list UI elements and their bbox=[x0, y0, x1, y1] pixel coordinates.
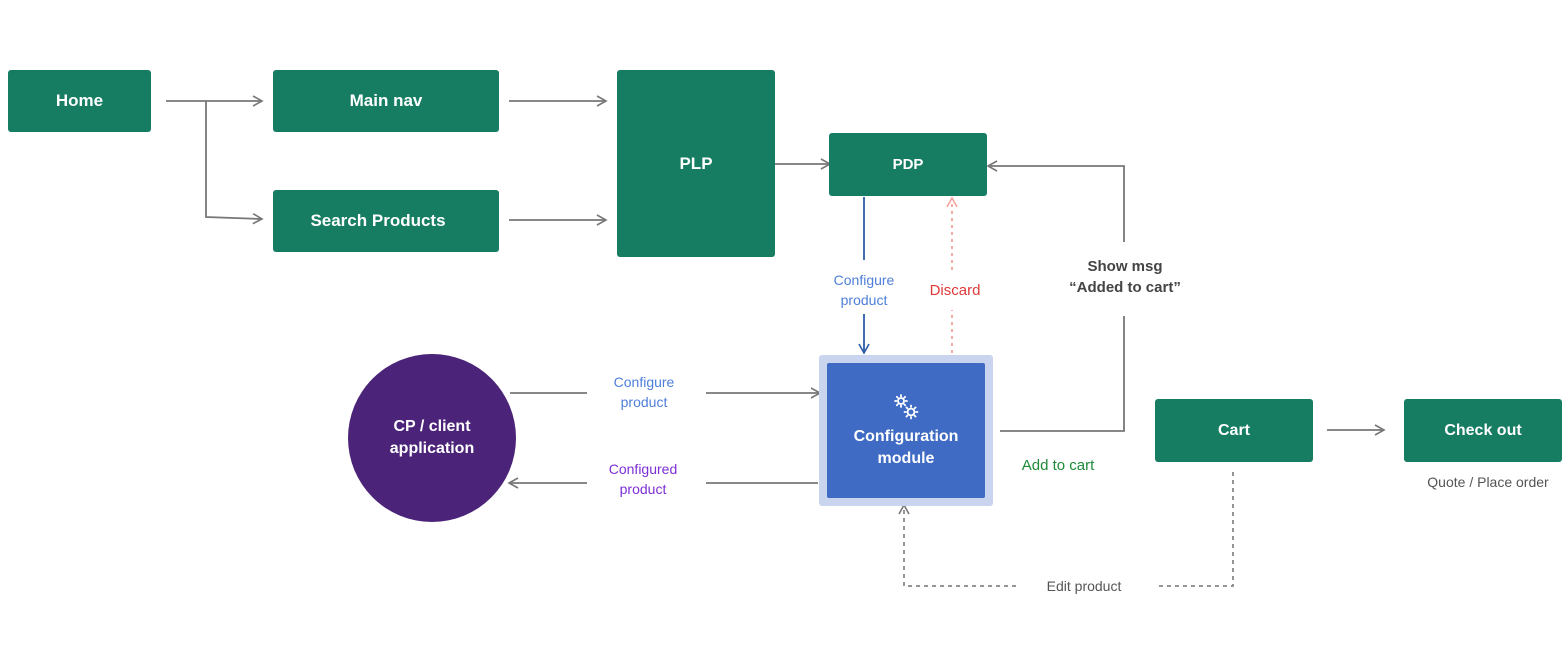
edge-edit-config bbox=[898, 503, 1016, 587]
edge-config-show-msg bbox=[1000, 316, 1125, 432]
show-msg-label: Show msg “Added to cart” bbox=[1050, 256, 1200, 298]
client-app-label-line2: application bbox=[389, 440, 475, 457]
show-msg-line2: “Added to cart” bbox=[1069, 279, 1181, 296]
pdp-node[interactable]: PDP bbox=[829, 133, 987, 196]
main-nav-label: Main nav bbox=[349, 91, 423, 110]
show-msg-line1: Show msg bbox=[1087, 258, 1163, 275]
search-products-node[interactable]: Search Products bbox=[273, 190, 499, 252]
cart-label: Cart bbox=[1217, 421, 1250, 439]
configure-product-top-label: Configure product bbox=[814, 270, 914, 310]
discard-label: Discard bbox=[929, 282, 981, 299]
plp-node[interactable]: PLP bbox=[617, 70, 775, 257]
configuration-module-node[interactable]: Configuration module bbox=[827, 363, 985, 498]
configure-product-top-line2: product bbox=[840, 292, 888, 308]
client-app-label-line1: CP / client bbox=[393, 418, 471, 435]
home-node[interactable]: Home bbox=[8, 70, 151, 132]
client-application-node[interactable]: CP / client application bbox=[348, 354, 516, 522]
edge-home-search bbox=[205, 101, 264, 225]
configure-product-left-line2: product bbox=[620, 394, 668, 410]
quote-place-order-label: Quote / Place order bbox=[1427, 474, 1549, 490]
configure-product-left-line1: Configure bbox=[613, 374, 675, 390]
gears-icon bbox=[894, 393, 919, 419]
configure-product-left-label: Configure product bbox=[594, 372, 694, 412]
plp-label: PLP bbox=[679, 153, 713, 173]
check-out-label: Check out bbox=[1444, 421, 1522, 439]
configure-product-top-line1: Configure bbox=[833, 272, 895, 288]
configured-product-line1: Configured bbox=[608, 461, 678, 477]
check-out-node[interactable]: Check out bbox=[1404, 399, 1562, 462]
pdp-label: PDP bbox=[892, 156, 924, 173]
configured-product-line2: product bbox=[619, 481, 667, 497]
edge-cart-edit bbox=[1156, 472, 1234, 587]
edge-show-msg-pdp bbox=[986, 160, 1125, 242]
edit-product-label: Edit product bbox=[1046, 578, 1122, 594]
search-products-label: Search Products bbox=[310, 211, 446, 230]
main-nav-node[interactable]: Main nav bbox=[273, 70, 499, 132]
home-label: Home bbox=[55, 91, 104, 110]
cart-node[interactable]: Cart bbox=[1155, 399, 1313, 462]
config-module-label-line1: Configuration bbox=[853, 427, 959, 445]
configured-product-label: Configured product bbox=[588, 459, 698, 499]
config-module-label-line2: module bbox=[877, 449, 935, 467]
add-to-cart-label: Add to cart bbox=[1021, 457, 1095, 474]
